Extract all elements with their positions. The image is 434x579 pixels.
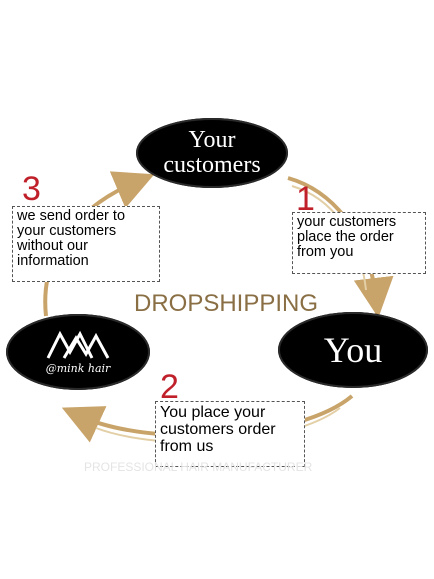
step-number-3: 3 — [22, 170, 41, 208]
node-label-line1: Your — [188, 126, 236, 153]
note-line: customers order — [160, 421, 276, 438]
note-line: from you — [297, 244, 354, 260]
node-brand: @mink hair — [6, 314, 150, 390]
note-line: your customers — [297, 214, 397, 230]
center-title: DROPSHIPPING — [134, 290, 319, 317]
note-line: place the order — [297, 229, 394, 245]
note-line: You place your — [160, 404, 266, 421]
note-line: from us — [160, 438, 214, 455]
node-label-line2: customers — [163, 152, 261, 178]
brand-logo-icon — [46, 330, 110, 359]
node-label: You — [323, 330, 383, 370]
step-note-1: your customers place the order from you — [292, 212, 426, 274]
note-line: your customers — [17, 223, 117, 239]
note-line: without our — [17, 238, 88, 254]
step-number-1: 1 — [296, 180, 315, 218]
node-you: You — [278, 312, 428, 388]
watermark-text: PROFESSIONAL HAIR MANUFACTURER — [84, 460, 313, 474]
step-note-3: we send order to your customers without … — [12, 206, 160, 282]
step-number-2: 2 — [160, 368, 179, 406]
node-your-customers: Your customers — [136, 118, 288, 188]
step-note-2: You place your customers order from us — [155, 401, 305, 467]
note-line: information — [17, 253, 89, 269]
brand-name: @mink hair — [45, 361, 111, 375]
note-line: we send order to — [17, 208, 126, 224]
